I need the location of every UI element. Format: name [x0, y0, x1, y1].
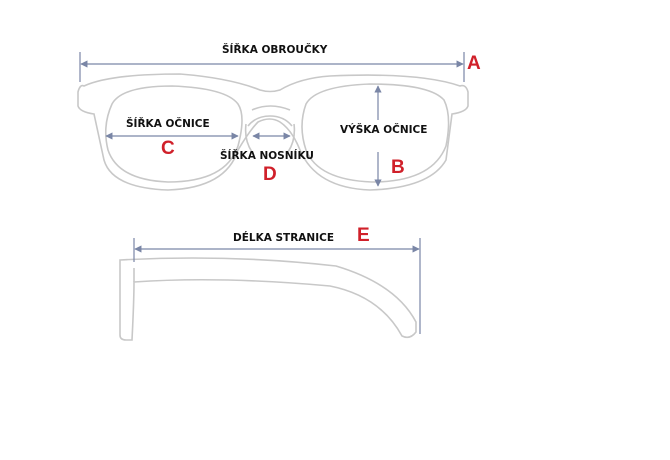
letter-e: E: [357, 225, 370, 246]
glasses-temple-outline: [119, 257, 417, 341]
lens-height-label: VÝŠKA OČNICE: [340, 124, 428, 136]
letter-c: C: [161, 138, 175, 159]
temple-length-label: DÉLKA STRANICE: [233, 232, 335, 244]
bridge-width-label: ŠÍŘKA NOSNÍKU: [220, 150, 314, 162]
frame-width-label: ŠÍŘKA OBROUČKY: [222, 44, 328, 56]
temple-length-dimension: [133, 238, 421, 334]
glasses-front-outline: [77, 73, 469, 191]
frame-width-dimension: [79, 52, 465, 82]
letter-b: B: [391, 157, 405, 178]
letter-d: D: [263, 164, 277, 185]
lens-width-label: ŠÍŘKA OČNICE: [126, 118, 210, 130]
letter-a: A: [467, 53, 481, 74]
